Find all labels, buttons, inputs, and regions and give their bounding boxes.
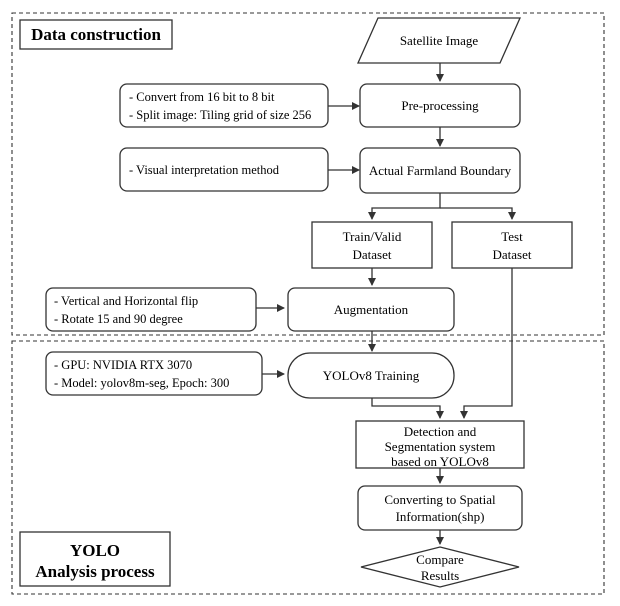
test-line1: Test [501,229,523,244]
augmentation-note: - Vertical and Horizontal flip - Rotate … [45,287,257,332]
train-valid-node: Train/Valid Dataset [311,221,433,269]
yolo-analysis-title: YOLO Analysis process [19,531,171,587]
test-line2: Dataset [493,247,532,262]
train-valid-line1: Train/Valid [343,229,402,244]
converting-line1: Converting to Spatial [384,492,496,507]
compare-line2: Results [421,568,459,583]
satellite-image-label: Satellite Image [400,33,479,48]
visual-interpretation-label: - Visual interpretation method [129,163,280,177]
visual-interpretation-note: - Visual interpretation method [119,147,329,192]
actual-boundary-node: Actual Farmland Boundary [359,147,521,194]
arrow-boundary-to-trainvalid [368,193,441,220]
yolo-training-node: YOLOv8 Training [287,352,455,399]
converting-line2: Information(shp) [396,509,485,524]
data-construction-title: Data construction [19,19,173,50]
detection-node: Detection and Segmentation system based … [355,420,525,469]
augmentation-note-line2: - Rotate 15 and 90 degree [54,312,183,326]
augmentation-note-line1: - Vertical and Horizontal flip [54,294,198,308]
yolo-analysis-frame [11,340,605,595]
yolo-training-label: YOLOv8 Training [323,368,420,383]
train-valid-line2: Dataset [353,247,392,262]
training-note-line2: - Model: yolov8m-seg, Epoch: 300 [54,376,229,390]
detection-line1: Detection and [404,424,477,439]
satellite-image-node: Satellite Image [356,17,522,64]
augmentation-label: Augmentation [334,302,409,317]
connectors [256,63,516,545]
converting-node: Converting to Spatial Information(shp) [357,485,523,531]
preprocessing-note-line1: - Convert from 16 bit to 8 bit [129,90,275,104]
training-note-line1: - GPU: NVIDIA RTX 3070 [54,358,192,372]
arrow-test-to-detection [460,268,513,419]
augmentation-node: Augmentation [287,287,455,332]
preprocessing-note-line2: - Split image: Tiling grid of size 256 [129,108,311,122]
test-node: Test Dataset [451,221,573,269]
arrow-training-to-detection [371,398,444,419]
training-note: - GPU: NVIDIA RTX 3070 - Model: yolov8m-… [45,351,263,396]
compare-line1: Compare [416,552,464,567]
data-construction-title-text: Data construction [31,25,161,44]
preprocessing-label: Pre-processing [401,98,479,113]
detection-line2: Segmentation system [385,439,496,454]
yolo-title-line1: YOLO [70,541,120,560]
yolo-title-line2: Analysis process [35,562,155,581]
preprocessing-note: - Convert from 16 bit to 8 bit - Split i… [119,83,329,128]
actual-boundary-label: Actual Farmland Boundary [369,163,512,178]
preprocessing-node: Pre-processing [359,83,521,128]
detection-line3: based on YOLOv8 [391,454,489,469]
compare-results-node: Compare Results [360,546,520,588]
arrow-boundary-to-test [440,207,516,220]
data-construction-frame [11,12,605,336]
